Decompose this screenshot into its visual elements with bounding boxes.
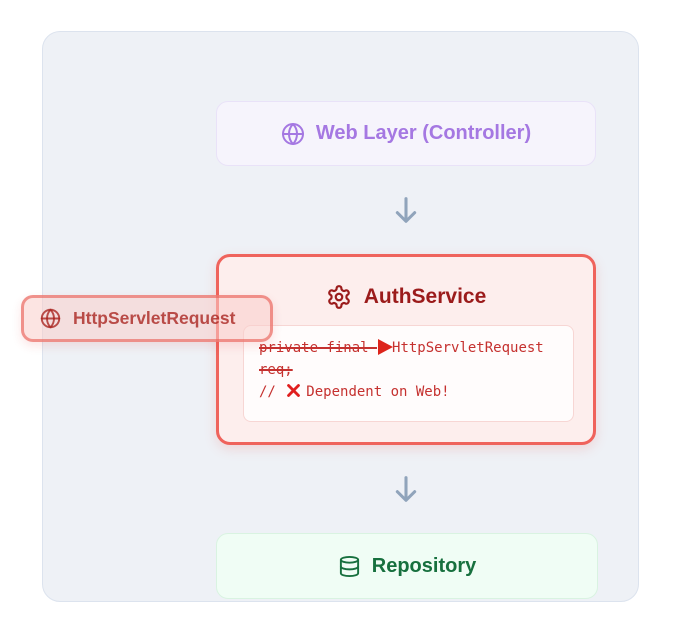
web-layer-label: Web Layer (Controller) — [315, 122, 532, 144]
code-line-comment: // Dependent on Web! — [259, 381, 573, 403]
auth-service-header: AuthService — [219, 284, 593, 310]
struck-variable: req; — [259, 362, 293, 378]
repository-node: Repository — [216, 533, 598, 599]
auth-service-label: AuthService — [363, 285, 487, 308]
architecture-panel: Web Layer (Controller) AuthService — [42, 31, 639, 602]
cross-mark-icon — [287, 384, 301, 397]
code-snippet: private final HttpServletRequest req; //… — [243, 325, 574, 422]
database-icon — [338, 555, 361, 578]
globe-icon — [281, 122, 305, 146]
drag-cursor-triangle-icon — [378, 339, 394, 355]
comment-slashes: // — [259, 384, 285, 400]
gear-icon — [326, 284, 352, 310]
type-token: HttpServletRequest — [392, 340, 544, 356]
drag-chip-label: HttpServletRequest — [73, 308, 236, 328]
code-line-declaration: private final HttpServletRequest — [259, 337, 573, 359]
code-line-variable: req; — [259, 359, 573, 381]
struck-declaration: private final — [259, 340, 378, 356]
comment-text: Dependent on Web! — [306, 384, 450, 400]
arrow-down-icon — [390, 473, 422, 505]
web-layer-node: Web Layer (Controller) — [216, 101, 596, 166]
repository-label: Repository — [371, 554, 477, 577]
auth-service-node: AuthService private final HttpServletReq… — [216, 254, 596, 445]
globe-icon — [40, 308, 61, 329]
arrow-down-icon — [390, 194, 422, 226]
http-servlet-request-drag-chip[interactable]: HttpServletRequest — [21, 295, 273, 342]
